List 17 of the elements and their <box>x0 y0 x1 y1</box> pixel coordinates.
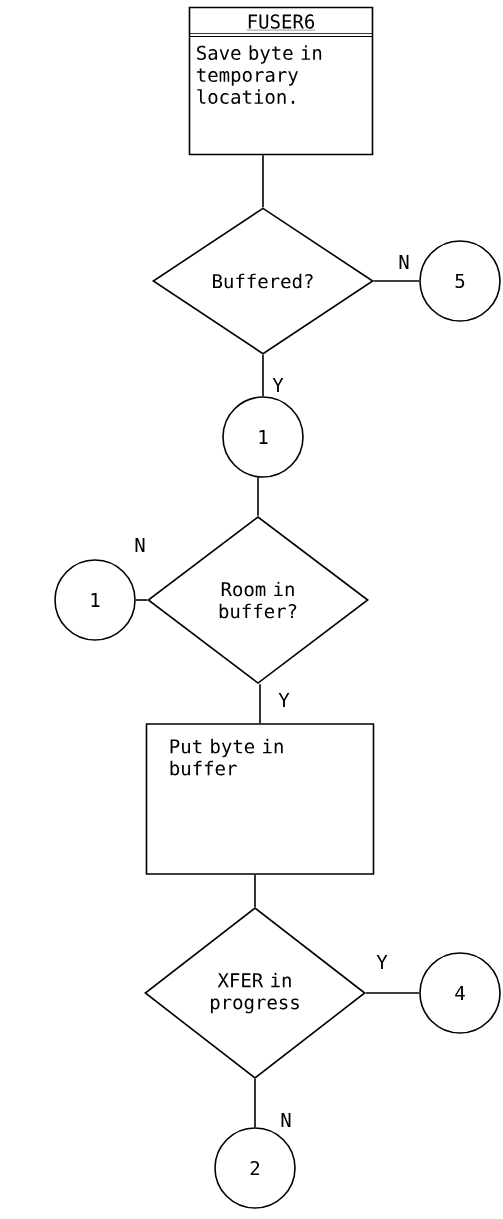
edge-label: Y <box>278 693 290 707</box>
connector-line <box>254 874 256 908</box>
connector-line <box>257 477 259 517</box>
connector-line <box>135 599 148 601</box>
edge-label: N <box>135 538 145 552</box>
process-box: Put byte in buffer <box>145 723 375 875</box>
connector-line <box>262 354 264 397</box>
edge-label: N <box>281 1113 291 1127</box>
connector-line <box>259 683 261 724</box>
connector-line <box>254 1078 256 1128</box>
connector-line <box>262 154 264 208</box>
box-heading: FUSER6 <box>246 14 316 31</box>
connector-line <box>373 280 420 282</box>
connector-line <box>365 992 420 994</box>
edge-label: N <box>399 255 409 269</box>
edge-label: Y <box>272 378 284 392</box>
edge-label: Y <box>376 955 388 969</box>
